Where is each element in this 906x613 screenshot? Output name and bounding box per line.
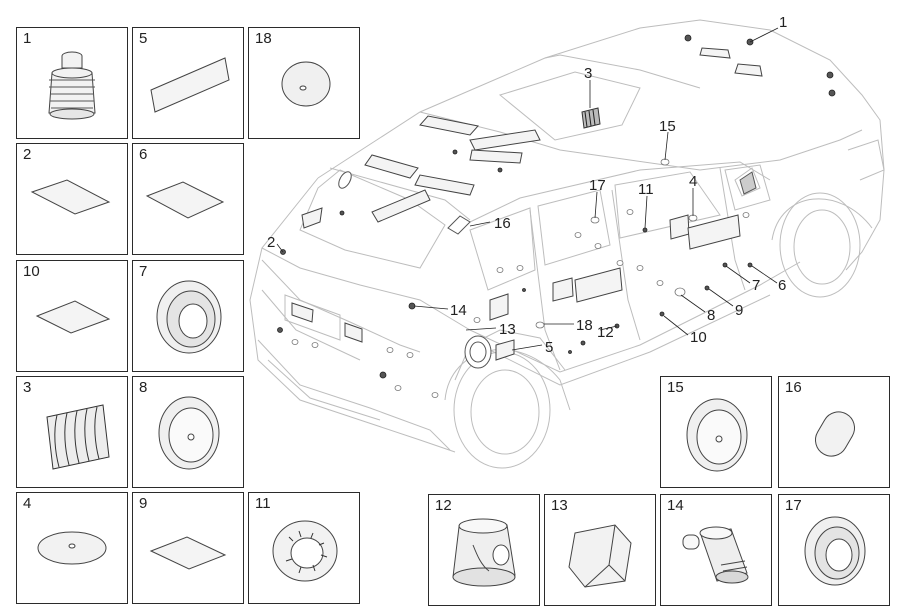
panel-number: 9	[139, 495, 148, 512]
toothed-disc-icon	[272, 520, 338, 582]
part-panel-15: 15	[660, 376, 772, 488]
long-pad-icon	[150, 57, 230, 113]
panel-number: 8	[139, 379, 148, 396]
block-pad-icon	[568, 524, 632, 588]
callout-7: 7	[752, 277, 760, 294]
callout-16: 16	[494, 215, 511, 232]
part-panel-7: 7	[132, 260, 244, 372]
panel-number: 7	[139, 263, 148, 280]
callout-10: 10	[690, 329, 707, 346]
part-panel-13: 13	[544, 494, 656, 606]
part-panel-5: 5	[132, 27, 244, 139]
panel-number: 5	[139, 30, 148, 47]
panel-number: 6	[139, 146, 148, 163]
part-panel-17: 17	[778, 494, 890, 606]
panel-number: 3	[23, 379, 32, 396]
part-panel-3: 3	[16, 376, 128, 488]
callout-13: 13	[499, 321, 516, 338]
callout-3: 3	[584, 65, 592, 82]
panel-number: 13	[551, 497, 568, 514]
part-panel-10: 10	[16, 260, 128, 372]
panel-number: 10	[23, 263, 40, 280]
panel-number: 18	[255, 30, 272, 47]
panel-number: 15	[667, 379, 684, 396]
callout-1: 1	[779, 14, 787, 31]
ring-grommet-icon	[156, 280, 222, 354]
panel-number: 11	[255, 495, 271, 512]
panel-number: 1	[23, 30, 32, 47]
callout-11: 11	[638, 181, 654, 198]
part-panel-12: 12	[428, 494, 540, 606]
round-plug-icon	[686, 398, 748, 472]
stacked-plug-icon	[48, 51, 96, 120]
ring-grommet-icon	[804, 516, 866, 586]
panel-number: 14	[667, 497, 684, 514]
flat-disc-icon	[37, 531, 107, 565]
flat-pad-icon	[145, 181, 225, 219]
part-panel-1: 1	[16, 27, 128, 139]
part-panel-6: 6	[132, 143, 244, 255]
callout-9: 9	[735, 302, 743, 319]
callout-14: 14	[450, 302, 467, 319]
part-panel-9: 9	[132, 492, 244, 604]
panel-number: 12	[435, 497, 452, 514]
part-panel-4: 4	[16, 492, 128, 604]
part-panel-14: 14	[660, 494, 772, 606]
callout-18: 18	[576, 317, 593, 334]
flat-pad-icon	[30, 179, 111, 215]
dome-cap-icon	[281, 61, 331, 107]
callout-6: 6	[778, 277, 786, 294]
flat-pad-icon	[35, 300, 111, 334]
callout-17: 17	[589, 177, 606, 194]
part-panel-16: 16	[778, 376, 890, 488]
callout-2: 2	[267, 234, 275, 251]
panel-number: 17	[785, 497, 802, 514]
cup-plug-icon	[452, 518, 516, 587]
panel-number: 4	[23, 495, 32, 512]
panel-number: 2	[23, 146, 32, 163]
part-panel-11: 11	[248, 492, 360, 604]
part-panel-18: 18	[248, 27, 360, 139]
callout-12: 12	[597, 324, 614, 341]
callout-15: 15	[659, 118, 676, 135]
callout-5: 5	[545, 339, 553, 356]
round-plug-icon	[158, 396, 220, 470]
corrugated-pad-icon	[46, 404, 110, 470]
part-panel-2: 2	[16, 143, 128, 255]
cylinder-plug-icon	[682, 526, 749, 584]
flat-pad-icon	[149, 536, 227, 570]
part-panel-8: 8	[132, 376, 244, 488]
panel-number: 16	[785, 379, 802, 396]
oval-pad-icon	[815, 411, 855, 457]
callout-8: 8	[707, 307, 715, 324]
callout-4: 4	[689, 173, 697, 190]
